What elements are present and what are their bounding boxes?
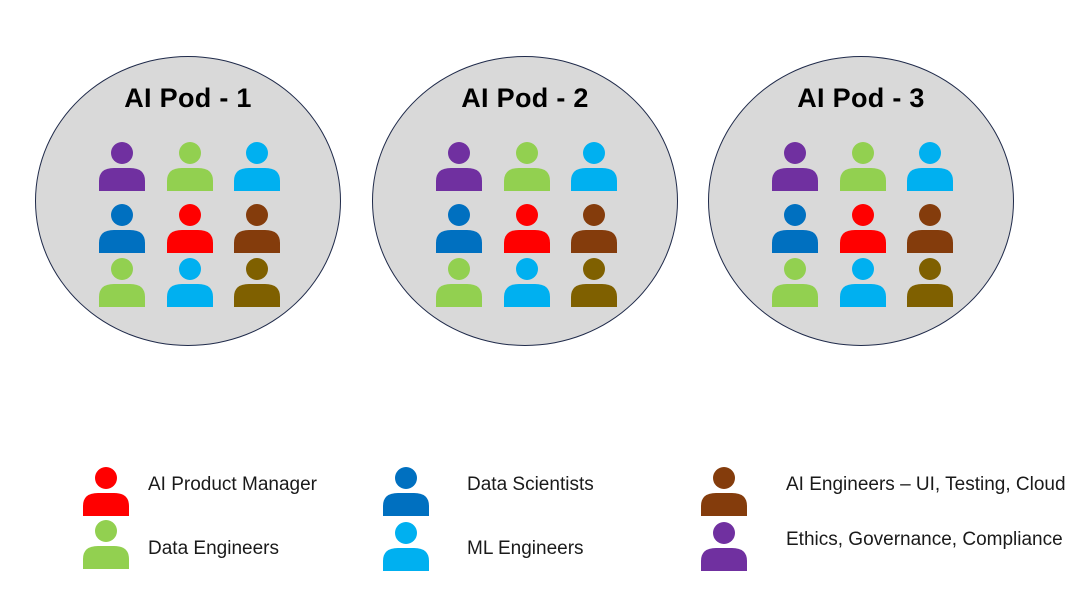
legend-label-ethics: Ethics, Governance, Compliance	[786, 529, 1063, 550]
data-sci-person-icon	[771, 203, 819, 253]
ai-eng-person-icon	[233, 203, 281, 253]
data-sci-person-icon	[435, 203, 483, 253]
legend-label-data-engineers: Data Engineers	[148, 538, 279, 559]
pod-title: AI Pod - 2	[461, 83, 589, 113]
product-mgr-person-icon	[503, 203, 551, 253]
ml-eng-person-icon	[570, 141, 618, 191]
ethics-person-icon	[771, 141, 819, 191]
ai-pod-3: AI Pod - 3	[708, 56, 1014, 346]
ml-eng-person-icon	[503, 257, 551, 307]
product-manager-person-icon	[82, 466, 130, 516]
data-eng-person-icon	[771, 257, 819, 307]
data-engineer-person-icon	[82, 519, 130, 569]
data-eng-person-icon	[839, 141, 887, 191]
data-eng-person-icon	[503, 141, 551, 191]
data-sci-person-icon	[98, 203, 146, 253]
ml-engineer-person-icon	[382, 521, 430, 571]
ml-eng-person-icon	[906, 141, 954, 191]
legend-label-product-manager: AI Product Manager	[148, 474, 317, 495]
olive-person-icon	[570, 257, 618, 307]
ai-eng-person-icon	[570, 203, 618, 253]
data-scientist-person-icon	[382, 466, 430, 516]
product-mgr-person-icon	[166, 203, 214, 253]
ml-eng-person-icon	[166, 257, 214, 307]
ai-engineer-person-icon	[700, 466, 748, 516]
legend-label-data-scientists: Data Scientists	[467, 474, 594, 495]
olive-person-icon	[906, 257, 954, 307]
olive-person-icon	[233, 257, 281, 307]
data-eng-person-icon	[166, 141, 214, 191]
ethics-person-icon	[700, 521, 748, 571]
ethics-person-icon	[98, 141, 146, 191]
data-eng-person-icon	[98, 257, 146, 307]
ai-eng-person-icon	[906, 203, 954, 253]
pod-title: AI Pod - 3	[797, 83, 925, 113]
ml-eng-person-icon	[233, 141, 281, 191]
product-mgr-person-icon	[839, 203, 887, 253]
legend-label-ai-engineers: AI Engineers – UI, Testing, Cloud	[786, 474, 1066, 495]
data-eng-person-icon	[435, 257, 483, 307]
pod-title: AI Pod - 1	[124, 83, 252, 113]
ml-eng-person-icon	[839, 257, 887, 307]
legend-label-ml-engineers: ML Engineers	[467, 538, 584, 559]
ethics-person-icon	[435, 141, 483, 191]
ai-pod-1: AI Pod - 1	[35, 56, 341, 346]
ai-pod-2: AI Pod - 2	[372, 56, 678, 346]
